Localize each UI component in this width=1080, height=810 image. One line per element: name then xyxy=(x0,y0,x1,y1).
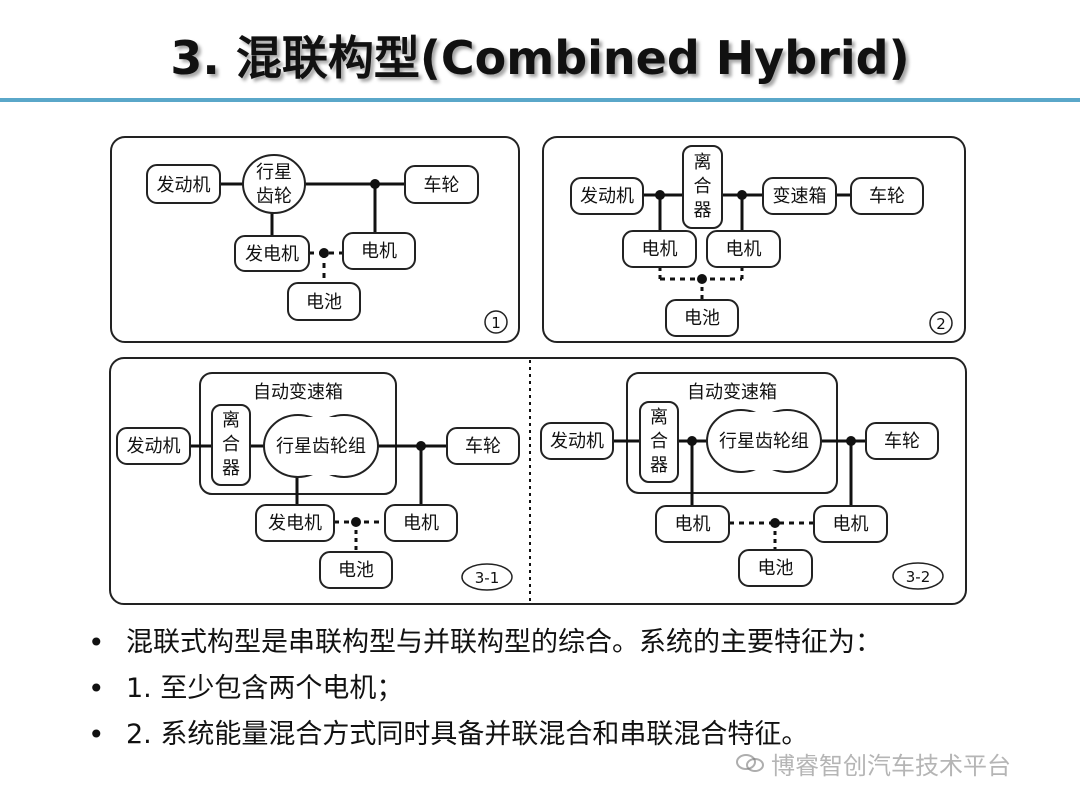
battery-label: 电池 xyxy=(338,560,374,581)
battery-block xyxy=(287,282,361,321)
wheel-block xyxy=(404,165,479,204)
engine-label: 发动机 xyxy=(157,175,211,196)
combined-hybrid-diagram: 发动机 行星 齿轮 车轮 发电机 电机 电池 1 发动机 离 合 xyxy=(109,136,967,605)
auto-gearbox-label: 自动变速箱 xyxy=(687,382,777,403)
clutch-label-3: 器 xyxy=(222,458,240,479)
panel-3-1-badge-text: 3-1 xyxy=(475,569,500,587)
planetary-gearset-block xyxy=(263,414,379,478)
panel-1-badge xyxy=(484,310,508,334)
generator-label: 发电机 xyxy=(245,244,299,265)
panel-2: 发动机 离 合 器 变速箱 车轮 电机 电机 电池 2 xyxy=(542,136,966,343)
engine-block xyxy=(116,427,191,465)
clutch-label-1: 离 xyxy=(650,407,668,428)
wheel-block xyxy=(850,177,924,215)
wheel-block xyxy=(865,422,939,460)
clutch-block xyxy=(639,401,679,483)
wechat-icon xyxy=(735,752,765,780)
motor-label: 电机 xyxy=(675,514,711,535)
planetary-gearset-block xyxy=(706,409,822,473)
bullet-text: 2. 系统能量混合方式同时具备并联混合和串联混合特征。 xyxy=(126,719,809,750)
panel-3-1: 自动变速箱 发动机 离 合 器 行星齿轮组 车轮 发电机 电机 电池 xyxy=(116,372,520,591)
bullet-text: 混联式构型是串联构型与并联构型的综合。系统的主要特征为： xyxy=(126,627,882,658)
clutch-block xyxy=(211,404,251,486)
gearbox-label: 变速箱 xyxy=(773,186,827,207)
motor-label: 电机 xyxy=(833,514,869,535)
title-underline xyxy=(0,98,1080,102)
bullet-list: • 混联式构型是串联构型与并联构型的综合。系统的主要特征为： • 1. 至少包含… xyxy=(88,626,1068,764)
battery-block xyxy=(738,549,813,587)
engine-label: 发动机 xyxy=(127,436,181,457)
panel-3-2-badge-text: 3-2 xyxy=(906,568,931,586)
battery-label: 电池 xyxy=(758,558,794,579)
clutch-block xyxy=(682,145,723,229)
motor-label: 电机 xyxy=(403,513,439,534)
planetary-gear-label-2: 齿轮 xyxy=(256,186,292,207)
generator-block xyxy=(234,235,310,272)
panel-3-2-badge xyxy=(892,562,944,590)
engine-label: 发动机 xyxy=(580,186,634,207)
wheel-label: 车轮 xyxy=(465,436,501,457)
bullet-dot: • xyxy=(88,626,105,659)
wheel-label: 车轮 xyxy=(869,186,905,207)
panel-3-1-badge xyxy=(461,563,513,591)
gearbox-block xyxy=(762,177,837,215)
engine-block xyxy=(570,177,644,215)
panel-3-2: 自动变速箱 发动机 离 合 器 行星齿轮组 车轮 电机 电机 电池 xyxy=(540,372,944,590)
clutch-label-3: 器 xyxy=(650,455,668,476)
clutch-label-2: 合 xyxy=(222,434,240,455)
clutch-label-3: 器 xyxy=(694,200,712,221)
battery-label: 电池 xyxy=(306,292,342,313)
generator-label: 发电机 xyxy=(268,513,322,534)
clutch-label-1: 离 xyxy=(694,152,712,173)
auto-gearbox-label: 自动变速箱 xyxy=(253,382,343,403)
wheel-block xyxy=(446,427,520,465)
planetary-gear-block xyxy=(242,154,306,214)
engine-block xyxy=(146,164,221,204)
watermark-text: 博睿智创汽车技术平台 xyxy=(771,752,1011,780)
bullet-text: 1. 至少包含两个电机； xyxy=(126,673,404,704)
panel-2-badge-text: 2 xyxy=(936,315,946,333)
motor-label: 电机 xyxy=(361,241,397,262)
bullet-dot: • xyxy=(88,718,105,751)
panel-1-badge-text: 1 xyxy=(491,314,501,332)
panel-1: 发动机 行星 齿轮 车轮 发电机 电机 电池 1 xyxy=(110,136,520,343)
motor-block-left xyxy=(655,505,730,543)
battery-block xyxy=(665,299,739,337)
bullet-item: • 混联式构型是串联构型与并联构型的综合。系统的主要特征为： xyxy=(88,626,1068,672)
motor-block xyxy=(384,504,458,542)
bullet-item: • 2. 系统能量混合方式同时具备并联混合和串联混合特征。 xyxy=(88,718,1068,764)
battery-label: 电池 xyxy=(684,308,720,329)
bullet-item: • 1. 至少包含两个电机； xyxy=(88,672,1068,718)
planetary-gearset-label: 行星齿轮组 xyxy=(276,436,366,457)
wheel-label: 车轮 xyxy=(424,175,460,196)
planetary-gearset-label: 行星齿轮组 xyxy=(719,431,809,452)
page-title: 3. 混联构型(Combined Hybrid) xyxy=(170,31,910,85)
engine-label: 发动机 xyxy=(550,431,604,452)
planetary-gear-label-1: 行星 xyxy=(256,162,292,183)
generator-block xyxy=(255,504,335,542)
clutch-label-1: 离 xyxy=(222,410,240,431)
clutch-label-2: 合 xyxy=(694,176,712,197)
motor-label: 电机 xyxy=(642,239,678,260)
bullet-dot: • xyxy=(88,672,105,705)
clutch-label-2: 合 xyxy=(650,431,668,452)
motor-block-right xyxy=(706,230,781,268)
watermark: 博睿智创汽车技术平台 xyxy=(735,746,1011,781)
panel-2-badge xyxy=(929,311,953,335)
motor-block-left xyxy=(622,230,697,268)
motor-label: 电机 xyxy=(726,239,762,260)
battery-block xyxy=(319,551,393,589)
motor-block-right xyxy=(813,505,888,543)
engine-block xyxy=(540,422,614,460)
motor-block xyxy=(342,232,416,270)
wheel-label: 车轮 xyxy=(884,431,920,452)
